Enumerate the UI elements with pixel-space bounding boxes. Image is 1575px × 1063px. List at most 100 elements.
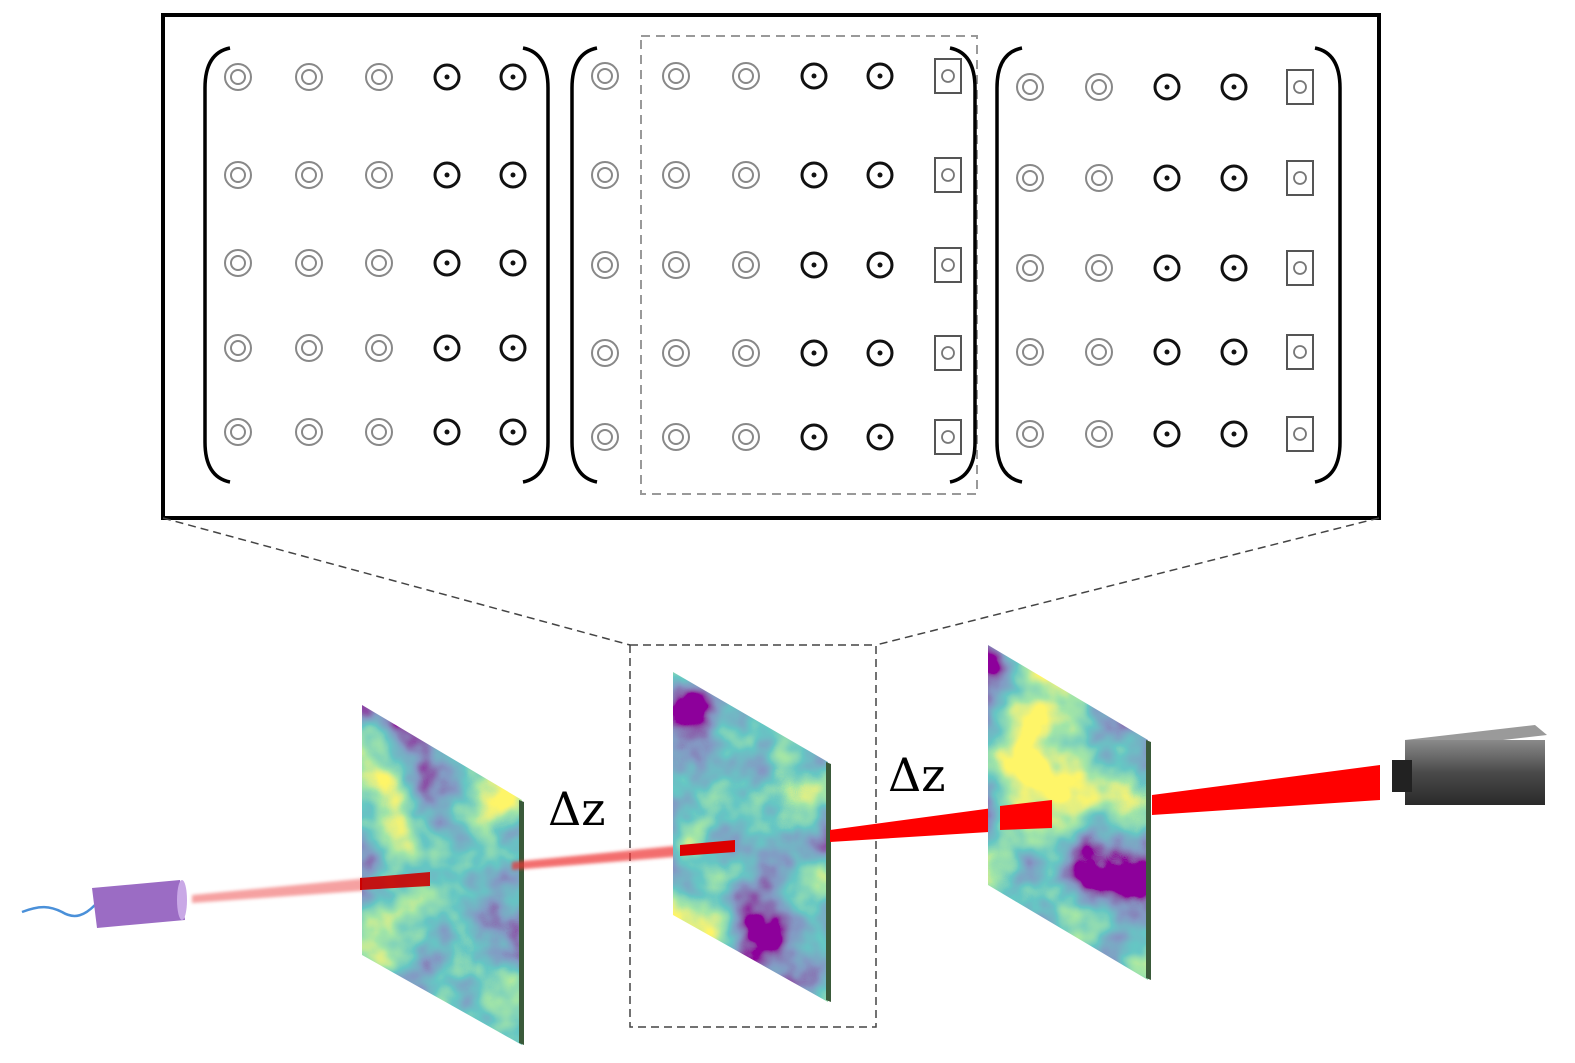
double-circle-symbol [365, 249, 393, 277]
square-circle-symbol [1286, 69, 1314, 105]
dot-circle-symbol [866, 62, 894, 90]
matrix-right [995, 46, 1342, 484]
double-circle-symbol [732, 251, 760, 279]
square-circle-symbol [934, 247, 962, 283]
double-circle-symbol [1016, 164, 1044, 192]
double-circle-symbol [732, 62, 760, 90]
double-circle-symbol [1016, 420, 1044, 448]
double-circle-symbol [591, 161, 619, 189]
left-bracket [203, 46, 231, 484]
square-circle-symbol [934, 157, 962, 193]
square-circle-symbol [1286, 160, 1314, 196]
dot-circle-symbol [866, 423, 894, 451]
dot-circle-symbol [499, 249, 527, 277]
double-circle-symbol [365, 418, 393, 446]
camera [1392, 725, 1547, 805]
left-bracket [570, 46, 598, 484]
double-circle-symbol [1085, 338, 1113, 366]
fiber-cable [21, 904, 96, 918]
dot-circle-symbol [433, 334, 461, 362]
dot-circle-symbol [1220, 420, 1248, 448]
dot-circle-symbol [1153, 164, 1181, 192]
phase-screen-2 [673, 672, 828, 1002]
double-circle-symbol [1085, 254, 1113, 282]
dot-circle-symbol [800, 423, 828, 451]
double-circle-symbol [224, 63, 252, 91]
delta-z-label-1: Δz [548, 782, 606, 836]
double-circle-symbol [662, 161, 690, 189]
phase-screen-1 [362, 705, 522, 1045]
square-circle-symbol [1286, 416, 1314, 452]
dot-circle-symbol [1153, 73, 1181, 101]
double-circle-symbol [224, 249, 252, 277]
double-circle-symbol [295, 334, 323, 362]
dot-circle-symbol [499, 334, 527, 362]
dot-circle-symbol [1153, 254, 1181, 282]
square-circle-symbol [934, 419, 962, 455]
delta-z-label-2: Δz [888, 748, 946, 802]
double-circle-symbol [662, 339, 690, 367]
dot-circle-symbol [499, 161, 527, 189]
dot-circle-symbol [1220, 164, 1248, 192]
dot-circle-symbol [800, 62, 828, 90]
double-circle-symbol [224, 418, 252, 446]
dot-circle-symbol [1220, 254, 1248, 282]
laser-source [92, 880, 185, 928]
square-circle-symbol [934, 335, 962, 371]
beam-segment-4 [1152, 765, 1380, 815]
symbol-matrices [203, 46, 1342, 484]
dot-circle-symbol [433, 161, 461, 189]
double-circle-symbol [1085, 420, 1113, 448]
dot-circle-symbol [499, 63, 527, 91]
phase-screen-2-edge [826, 762, 831, 1002]
laser-aperture [177, 880, 187, 920]
double-circle-symbol [295, 63, 323, 91]
dot-circle-symbol [433, 249, 461, 277]
double-circle-symbol [662, 62, 690, 90]
dot-circle-symbol [866, 339, 894, 367]
double-circle-symbol [591, 423, 619, 451]
camera-lens [1392, 760, 1412, 792]
selection-dashed-box [640, 35, 978, 495]
double-circle-symbol [365, 161, 393, 189]
double-circle-symbol [1085, 73, 1113, 101]
dot-circle-symbol [800, 251, 828, 279]
matrix-left [203, 46, 550, 484]
double-circle-symbol [295, 161, 323, 189]
double-circle-symbol [1085, 164, 1113, 192]
double-circle-symbol [591, 62, 619, 90]
square-circle-symbol [1286, 334, 1314, 370]
dot-circle-symbol [433, 418, 461, 446]
dot-circle-symbol [1220, 73, 1248, 101]
dot-circle-symbol [866, 251, 894, 279]
right-bracket [1314, 46, 1342, 484]
phase-screen-1-edge [519, 800, 524, 1045]
dot-circle-symbol [866, 161, 894, 189]
double-circle-symbol [1016, 73, 1044, 101]
double-circle-symbol [365, 63, 393, 91]
matrix-middle [570, 46, 977, 484]
dot-circle-symbol [499, 418, 527, 446]
beam-segment-2-end [680, 840, 735, 856]
double-circle-symbol [732, 423, 760, 451]
dot-circle-symbol [1153, 338, 1181, 366]
double-circle-symbol [732, 161, 760, 189]
double-circle-symbol [224, 161, 252, 189]
right-bracket [522, 46, 550, 484]
zoom-panel-frame [161, 13, 1381, 520]
dot-circle-symbol [800, 339, 828, 367]
double-circle-symbol [224, 334, 252, 362]
dot-circle-symbol [433, 63, 461, 91]
square-circle-symbol [934, 58, 962, 94]
square-circle-symbol [1286, 250, 1314, 286]
dot-circle-symbol [800, 161, 828, 189]
double-circle-symbol [662, 423, 690, 451]
double-circle-symbol [591, 251, 619, 279]
dot-circle-symbol [1153, 420, 1181, 448]
right-bracket [949, 46, 977, 484]
projection-line-left [162, 517, 631, 646]
double-circle-symbol [732, 339, 760, 367]
phase-screen-3-edge [1146, 740, 1151, 980]
double-circle-symbol [662, 251, 690, 279]
